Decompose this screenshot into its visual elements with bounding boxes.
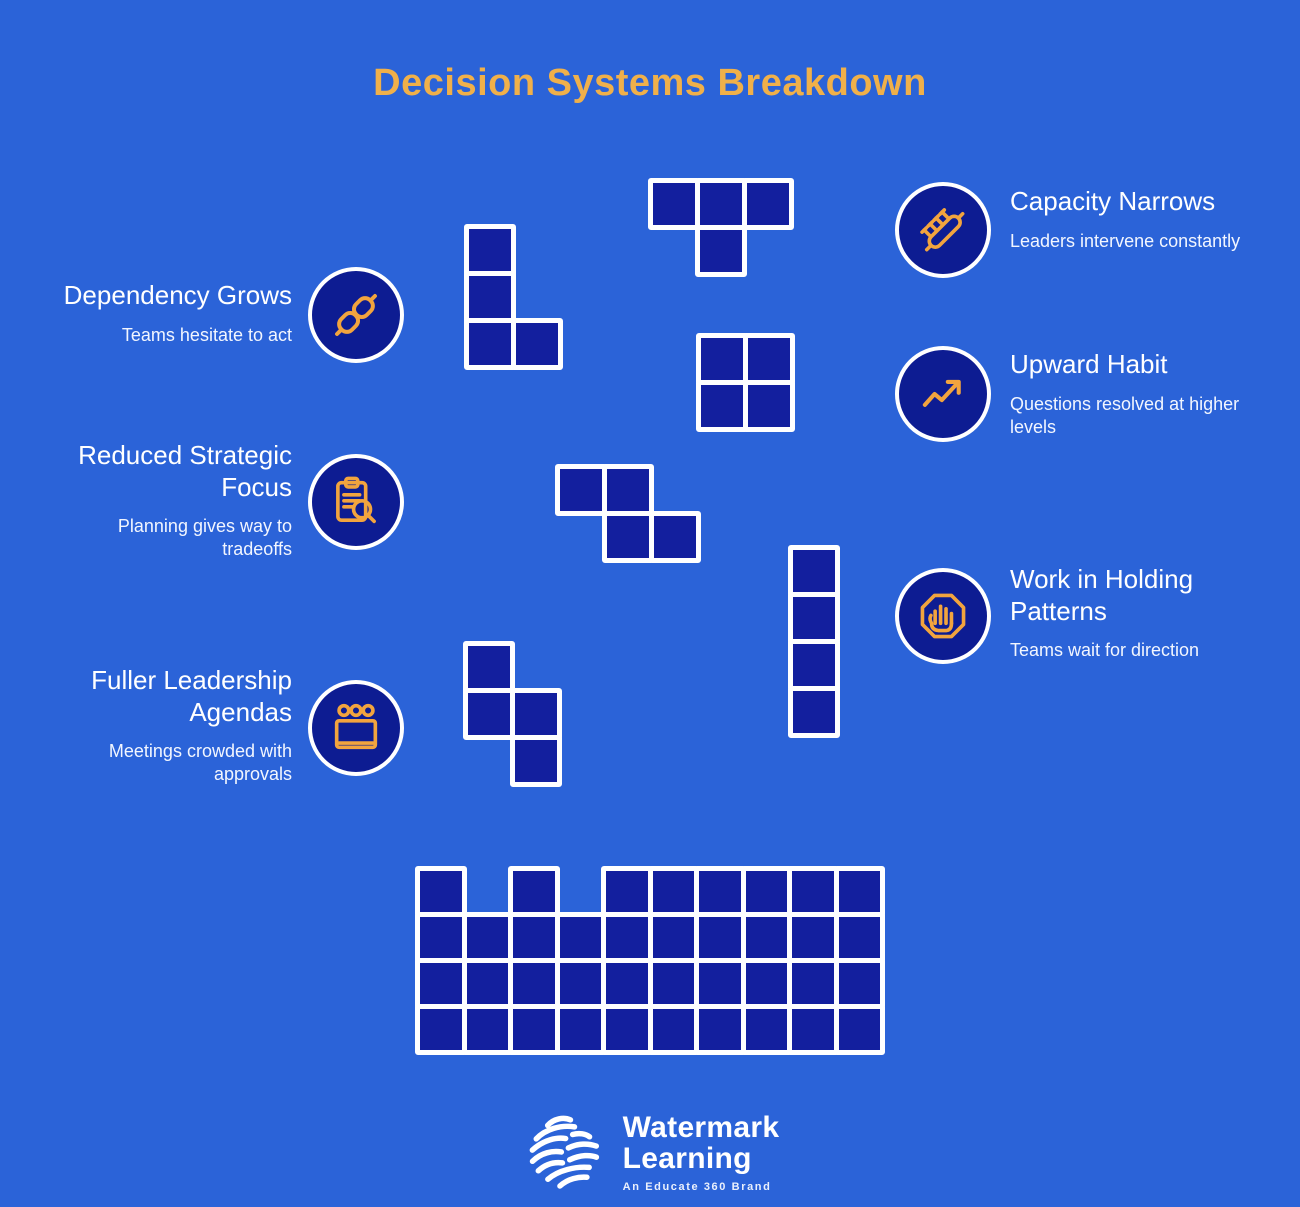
tetris-cell <box>694 912 746 963</box>
watermark-wave-icon <box>521 1112 609 1201</box>
tetris-cell <box>510 735 562 787</box>
tetris-cell <box>602 464 654 516</box>
tetris-cell <box>511 318 563 370</box>
tetris-cell <box>696 380 748 432</box>
tetris-cell <box>649 511 701 563</box>
tetris-cell <box>833 912 885 963</box>
tetris-cell <box>695 225 747 277</box>
trend-up-arrow-icon <box>895 346 991 442</box>
tetris-cell <box>555 464 607 516</box>
tetris-cell <box>602 511 654 563</box>
item-title: Work in Holding Patterns <box>1010 564 1194 626</box>
item-subtitle: Planning gives way to tradeoffs <box>117 516 292 560</box>
brand-tagline: An Educate 360 Brand <box>622 1181 772 1193</box>
tetris-cell <box>508 866 560 917</box>
footer-logo: Watermark Learning An Educate 360 Brand <box>0 1112 1300 1201</box>
tetris-cell <box>508 958 560 1009</box>
tetris-cell <box>694 866 746 917</box>
tetris-cell <box>461 1004 513 1055</box>
tetris-cell <box>601 1004 653 1055</box>
tetris-cell <box>508 912 560 963</box>
tetris-cell <box>463 688 515 740</box>
tetris-cell <box>788 639 840 691</box>
tetris-cell <box>554 958 606 1009</box>
tetris-cell <box>743 333 795 385</box>
tetris-cell <box>464 224 516 276</box>
tetris-cell <box>461 912 513 963</box>
tetris-cell <box>415 866 467 917</box>
right-item-upward-habit: Upward Habit Questions resolved at highe… <box>1010 349 1245 439</box>
tetris-cell <box>554 912 606 963</box>
tetris-cell <box>740 912 792 963</box>
tetris-cell <box>415 1004 467 1055</box>
tetris-cell <box>461 958 513 1009</box>
stop-hand-icon <box>895 568 991 664</box>
tetris-cell <box>788 592 840 644</box>
clipboard-search-icon <box>308 454 404 550</box>
chain-link-icon <box>308 267 404 363</box>
tetris-cell <box>694 1004 746 1055</box>
tetris-cell <box>833 1004 885 1055</box>
left-item-fuller-leadership-agendas: Fuller Leadership Agendas Meetings crowd… <box>62 665 292 787</box>
item-title: Dependency Grows <box>63 280 292 310</box>
tetris-cell <box>647 866 699 917</box>
capacity-gauge-icon <box>895 182 991 278</box>
tetris-cell <box>742 178 794 230</box>
tetris-cell <box>833 866 885 917</box>
tetris-cell <box>601 912 653 963</box>
tetris-cell <box>788 545 840 597</box>
left-item-reduced-strategic-focus: Reduced Strategic Focus Planning gives w… <box>62 440 292 562</box>
tetris-cell <box>415 958 467 1009</box>
page-title: Decision Systems Breakdown <box>373 62 927 104</box>
item-subtitle: Meetings crowded with approvals <box>108 741 292 785</box>
left-item-dependency-grows: Dependency Grows Teams hesitate to act <box>42 280 292 347</box>
tetris-cell <box>648 178 700 230</box>
tetris-cell <box>464 318 516 370</box>
tetris-cell <box>554 1004 606 1055</box>
tetris-cell <box>787 958 839 1009</box>
tetris-cell <box>647 958 699 1009</box>
item-subtitle: Teams hesitate to act <box>121 324 292 345</box>
tetris-cell <box>787 866 839 917</box>
tetris-cell <box>833 958 885 1009</box>
tetris-cell <box>695 178 747 230</box>
item-subtitle: Questions resolved at higher levels <box>1010 393 1240 437</box>
tetris-cell <box>601 958 653 1009</box>
tetris-cell <box>740 866 792 917</box>
item-subtitle: Leaders intervene constantly <box>1010 230 1241 251</box>
item-subtitle: Teams wait for direction <box>1010 640 1200 661</box>
brand-name-line1: Watermark <box>622 1111 780 1144</box>
tetris-cell <box>787 1004 839 1055</box>
tetris-cell <box>510 688 562 740</box>
right-item-work-in-holding-patterns: Work in Holding Patterns Teams wait for … <box>1010 564 1245 662</box>
tetris-cell <box>508 1004 560 1055</box>
tetris-cell <box>740 958 792 1009</box>
tetris-cell <box>694 958 746 1009</box>
tetris-cell <box>647 1004 699 1055</box>
tetris-cell <box>464 271 516 323</box>
brand-name-line2: Learning <box>622 1142 752 1175</box>
tetris-cell <box>647 912 699 963</box>
tetris-cell <box>787 912 839 963</box>
tetris-cell <box>740 1004 792 1055</box>
tetris-cell <box>415 912 467 963</box>
tetris-cell <box>788 686 840 738</box>
item-title: Capacity Narrows <box>1010 186 1216 216</box>
item-title: Reduced Strategic Focus <box>78 440 292 502</box>
item-title: Upward Habit <box>1010 349 1168 379</box>
tetris-cell <box>463 641 515 693</box>
tetris-cell <box>743 380 795 432</box>
item-title: Fuller Leadership Agendas <box>91 665 292 727</box>
tetris-cell <box>601 866 653 917</box>
right-item-capacity-narrows: Capacity Narrows Leaders intervene const… <box>1010 186 1245 253</box>
presentation-board-icon <box>308 680 404 776</box>
tetris-cell <box>696 333 748 385</box>
